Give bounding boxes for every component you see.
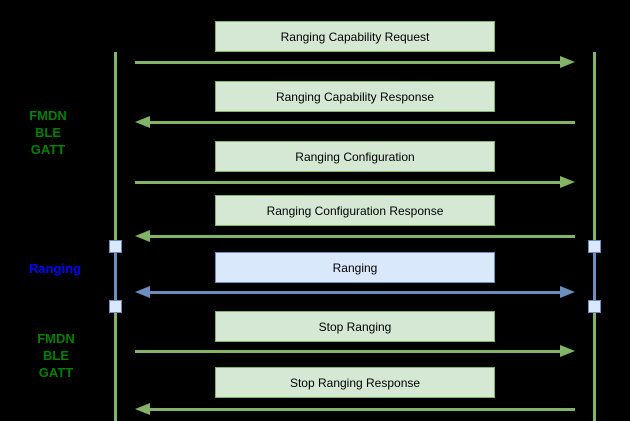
protocol-label-fmdn-ble-gatt-bottom: FMDN BLE GATT [8,330,104,381]
ranging-span-right [593,247,596,307]
arrow-ranging-bidirectional [135,286,575,298]
message-box-stop-ranging-response: Stop Ranging Response [215,367,495,398]
arrowhead-right-icon [560,286,575,298]
arrow-line [135,180,563,184]
message-label: Ranging Capability Response [275,89,435,104]
arrowhead-left-icon [135,116,150,128]
arrowhead-right-icon [560,176,575,188]
arrow-stop-ranging-response [135,403,575,415]
message-label: Ranging Configuration [295,149,415,164]
message-box-ranging: Ranging [215,252,495,283]
message-box-ranging-capability-request: Ranging Capability Request [215,21,495,52]
arrow-line [147,120,575,124]
arrow-ranging-capability-response [135,116,575,128]
message-box-ranging-configuration-response: Ranging Configuration Response [215,195,495,226]
message-box-ranging-configuration: Ranging Configuration [215,141,495,172]
ranging-span-left [114,247,117,307]
arrow-ranging-configuration-response [135,230,575,242]
lifeline-right [593,52,596,421]
protocol-label-ranging: Ranging [29,261,81,276]
ranging-endpoint-marker [109,300,122,313]
arrowhead-left-icon [135,286,150,298]
message-label: Stop Ranging Response [289,375,421,390]
ranging-endpoint-marker [588,300,601,313]
arrow-ranging-capability-request [135,56,575,68]
arrow-line [135,60,563,64]
ranging-endpoint-marker [588,240,601,253]
protocol-label-fmdn-ble-gatt-top: FMDN BLE GATT [0,107,96,158]
ranging-endpoint-marker [109,240,122,253]
arrow-ranging-configuration [135,176,575,188]
arrow-stop-ranging [135,345,575,357]
lifeline-left [114,52,117,421]
message-label: Ranging Capability Request [280,29,430,44]
arrow-line [135,349,563,353]
protocol-label-line: FMDN [29,108,67,123]
protocol-label-line: FMDN [37,331,75,346]
message-label: Ranging [332,260,378,275]
arrow-line [147,290,563,294]
protocol-label-line: GATT [30,142,66,157]
protocol-label-line: GATT [38,365,74,380]
arrow-line [147,234,575,238]
arrowhead-right-icon [560,56,575,68]
arrowhead-right-icon [560,345,575,357]
protocol-label-line: BLE [43,348,69,363]
protocol-label-line: BLE [35,125,61,140]
arrowhead-left-icon [135,403,150,415]
message-label: Ranging Configuration Response [266,203,444,218]
arrow-line [147,407,575,411]
message-box-stop-ranging: Stop Ranging [215,311,495,342]
arrowhead-left-icon [135,230,150,242]
message-label: Stop Ranging [318,319,392,334]
message-box-ranging-capability-response: Ranging Capability Response [215,81,495,112]
